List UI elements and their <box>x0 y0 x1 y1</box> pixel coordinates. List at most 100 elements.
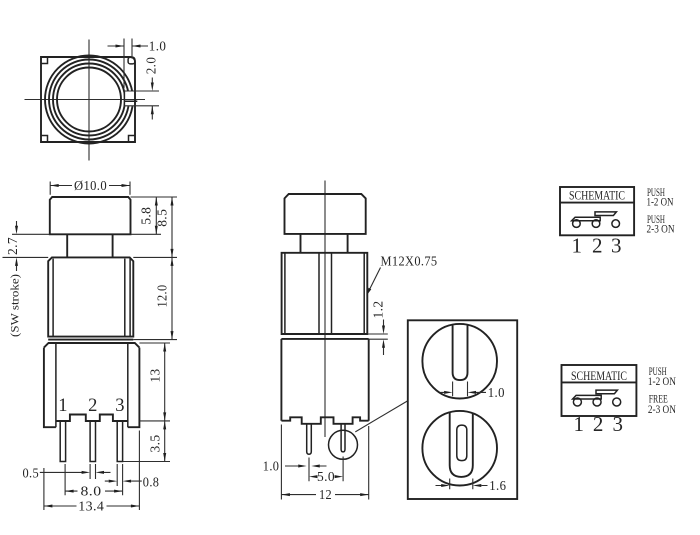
dim-text-flange-gap: 1.2 <box>370 301 385 319</box>
side-pins <box>305 423 346 455</box>
detail-balloon-circle <box>327 429 359 461</box>
dim-text-body-depth: 12 <box>319 488 332 503</box>
schematic-1-state-1-action: PUSH <box>647 185 665 199</box>
front-pin-label-2: 2 <box>88 396 97 416</box>
schematic-2-terminal-1 <box>572 397 583 407</box>
front-dim-pin-span: 8.0 <box>65 485 123 500</box>
front-extension-lines-right <box>122 196 177 463</box>
front-dim-pin-length: 3.5 <box>147 420 167 462</box>
schematic-2-title: SCHEMATIC <box>571 368 627 383</box>
schematic-2-state-2-result: 2-3 ON <box>648 402 676 416</box>
schematic-1-title: SCHEMATIC <box>569 188 625 203</box>
detail-dim-round-pin: 1.0 <box>440 381 504 401</box>
front-lower-body-inner-lines <box>55 343 129 428</box>
schematic-1-state-2-action: PUSH <box>647 212 665 226</box>
top-view-circles <box>44 54 134 145</box>
detail-box <box>406 319 519 500</box>
side-stem-outline <box>299 233 349 253</box>
side-bushing-thread-lines <box>284 252 365 334</box>
schematic-2-terminal-2 <box>592 397 602 407</box>
dim-text-pin3-width: 0.8 <box>143 475 160 490</box>
front-stem-outline <box>66 234 114 258</box>
side-dim-flange-gap: 1.2 <box>367 301 388 355</box>
front-dim-pin3-width: 0.8 <box>104 475 160 490</box>
side-view: M12X0.75 1.2 1.0 5.0 12 <box>263 180 437 503</box>
schematic-1-contact-bar-12 <box>569 216 601 222</box>
dim-text-lower-body-height: 13 <box>147 369 162 383</box>
schematic-2-contact-bar-23 <box>595 389 620 395</box>
front-cap-outline <box>48 196 132 236</box>
front-dim-cap-total: 8.5 <box>154 197 174 258</box>
front-dim-cap-height: 5.8 <box>139 197 158 235</box>
top-view-dim-keyway-depth: 2.0 <box>124 57 159 120</box>
schematic-1-pin-3: 3 <box>611 234 622 258</box>
front-dim-lower-body-height: 13 <box>147 343 167 421</box>
front-dim-stroke: 2.7 (SW stroke) <box>5 221 22 337</box>
side-dim-pin-pitch: 5.0 <box>308 456 344 485</box>
dim-text-keyway-depth: 2.0 <box>144 57 159 75</box>
front-extension-lines-bottom <box>43 430 140 510</box>
detail-round-pin-slot <box>451 325 469 382</box>
schematic-2-box <box>560 364 638 417</box>
side-dim-body-depth: 12 <box>280 424 370 503</box>
detail-dim-flat-pin: 1.6 <box>435 478 506 494</box>
schematic-2-pin-3: 3 <box>612 412 623 436</box>
front-view: 1 2 3 Ø10.0 5.8 8.5 <box>2 178 177 514</box>
detail-flat-pin-slot <box>448 412 474 478</box>
front-pin-label-3: 3 <box>115 396 124 416</box>
detail-flat-pin-circle <box>421 409 498 487</box>
schematic-2-pin-1: 1 <box>573 412 584 436</box>
schematic-1-terminal-3 <box>611 219 621 229</box>
dim-text-pin-span: 8.0 <box>81 485 102 500</box>
schematic-2-terminal-3 <box>611 397 622 407</box>
dim-text-stroke: 2.7 <box>5 237 20 255</box>
front-upper-body-inner-lines <box>52 258 131 337</box>
front-lower-body-outline <box>42 342 141 429</box>
top-view-dim-keyway-width: 1.0 <box>107 38 167 88</box>
schematic-2-state-1-result: 1-2 ON <box>648 374 676 388</box>
dim-text-side-pin-width: 1.0 <box>263 460 280 475</box>
dim-text-side-pin-pitch: 5.0 <box>317 470 335 485</box>
thread-spec-text: M12X0.75 <box>381 254 438 269</box>
front-pin-label-1: 1 <box>58 396 67 416</box>
schematic-1-terminal-2 <box>591 219 601 229</box>
front-dim-cap-diameter: Ø10.0 <box>49 178 131 195</box>
schematic-1-notes: PUSH 1-2 ON PUSH 2-3 ON <box>647 185 675 236</box>
schematic-1-state-2-result: 2-3 ON <box>647 222 675 236</box>
dim-text-body-width: 13.4 <box>78 499 104 514</box>
side-lower-body-outline <box>280 337 370 425</box>
dim-text-upper-body-height: 12.0 <box>154 285 169 308</box>
stroke-note-text: (SW stroke) <box>8 274 22 337</box>
dim-text-pin-length: 3.5 <box>147 435 162 453</box>
schematic-2-state-1-action: PUSH <box>649 364 667 378</box>
schematic-1-pin-2: 2 <box>592 234 603 258</box>
detail-view: 1.0 1.6 <box>406 319 519 500</box>
side-dim-pin-width: 1.0 <box>263 460 327 475</box>
dim-text-keyway-width: 1.0 <box>149 39 167 54</box>
detail-leader-line <box>355 400 409 433</box>
front-pins <box>59 421 124 463</box>
detail-flat-pin-capsule <box>456 424 468 462</box>
front-dim-upper-body-height: 12.0 <box>154 257 174 340</box>
dim-text-pin-width: 0.5 <box>23 466 40 481</box>
schematic-2-notes: PUSH 1-2 ON FREE 2-3 ON <box>648 364 676 416</box>
front-dim-body-width: 13.4 <box>43 499 140 514</box>
top-view-keyway-slot <box>123 91 138 106</box>
schematic-1-box <box>559 186 636 237</box>
schematic-1-contact-bar-23 <box>594 211 619 217</box>
schematic-2-state-2-action: FREE <box>649 392 668 406</box>
side-thread-callout: M12X0.75 <box>366 254 437 296</box>
schematic-2-pin-2: 2 <box>593 412 604 436</box>
front-dim-pin-width: 0.5 <box>23 466 111 481</box>
dim-text-cap-height: 5.8 <box>139 207 154 225</box>
dim-text-flat-pin: 1.6 <box>489 479 506 494</box>
schematic-2: SCHEMATIC 1 2 3 PUSH 1-2 ON FREE 2-3 ON <box>560 364 676 436</box>
schematic-1-pin-1: 1 <box>572 234 583 258</box>
schematic-1-terminal-1 <box>571 219 581 229</box>
side-cap-outline <box>283 193 367 235</box>
front-upper-body-outline <box>47 256 135 338</box>
schematic-2-contact-bar-12 <box>570 394 602 400</box>
detail-round-pin-circle <box>421 322 498 400</box>
